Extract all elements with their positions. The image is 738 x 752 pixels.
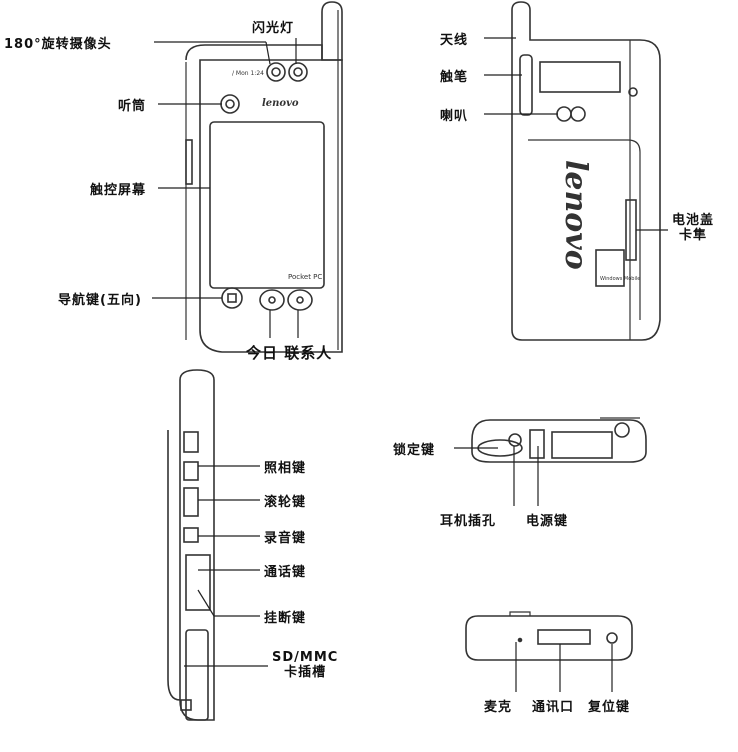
front-brand-logo: lenovo (262, 98, 299, 109)
side-device (167, 369, 215, 721)
today-contacts-label: 今日 联系人 (246, 344, 333, 362)
antenna-label: 天线 (440, 33, 469, 48)
flash-label: 闪光灯 (252, 21, 295, 36)
back-brand-logo: lenovo (558, 160, 593, 270)
call-key-label: 通话键 (264, 565, 307, 580)
record-key-label: 录音键 (264, 531, 307, 546)
leader-lines (152, 37, 668, 692)
sd-slot-label: SD/MMC 卡插槽 (272, 650, 338, 680)
navkey-label: 导航键(五向) (58, 293, 142, 308)
comm-port-label: 通讯口 (532, 700, 575, 715)
camera-key-label: 照相键 (264, 461, 307, 476)
tiny-display-text: / Mon 1:24 (232, 70, 264, 77)
speaker-label: 喇叭 (440, 109, 469, 124)
front-device (185, 1, 343, 353)
hangup-key-label: 挂断键 (264, 611, 307, 626)
windows-mobile-logo: Windows Mobile (600, 276, 640, 282)
battery-cover-line1: 电池盖 (672, 213, 715, 228)
earpiece-label: 听筒 (118, 99, 147, 114)
sd-slot-line2: 卡插槽 (284, 665, 327, 680)
reset-key-label: 复位键 (588, 700, 631, 715)
scroll-key-label: 滚轮键 (264, 495, 307, 510)
bottom-device (465, 611, 633, 661)
earphone-jack-label: 耳机插孔 (440, 514, 497, 529)
battery-cover-line2: 卡隼 (679, 228, 708, 243)
stylus-label: 触笔 (440, 70, 469, 85)
camera-label: 180°旋转摄像头 (4, 37, 112, 52)
lock-key-label: 锁定键 (393, 443, 436, 458)
pocketpc-label: Pocket PC (288, 273, 322, 281)
power-key-label: 电源键 (526, 514, 569, 529)
touchscreen-label: 触控屏幕 (90, 183, 147, 198)
top-device (471, 417, 647, 463)
battery-cover-label: 电池盖 卡隼 (672, 213, 714, 243)
sd-slot-line1: SD/MMC (272, 650, 339, 665)
mic-label: 麦克 (484, 700, 513, 715)
